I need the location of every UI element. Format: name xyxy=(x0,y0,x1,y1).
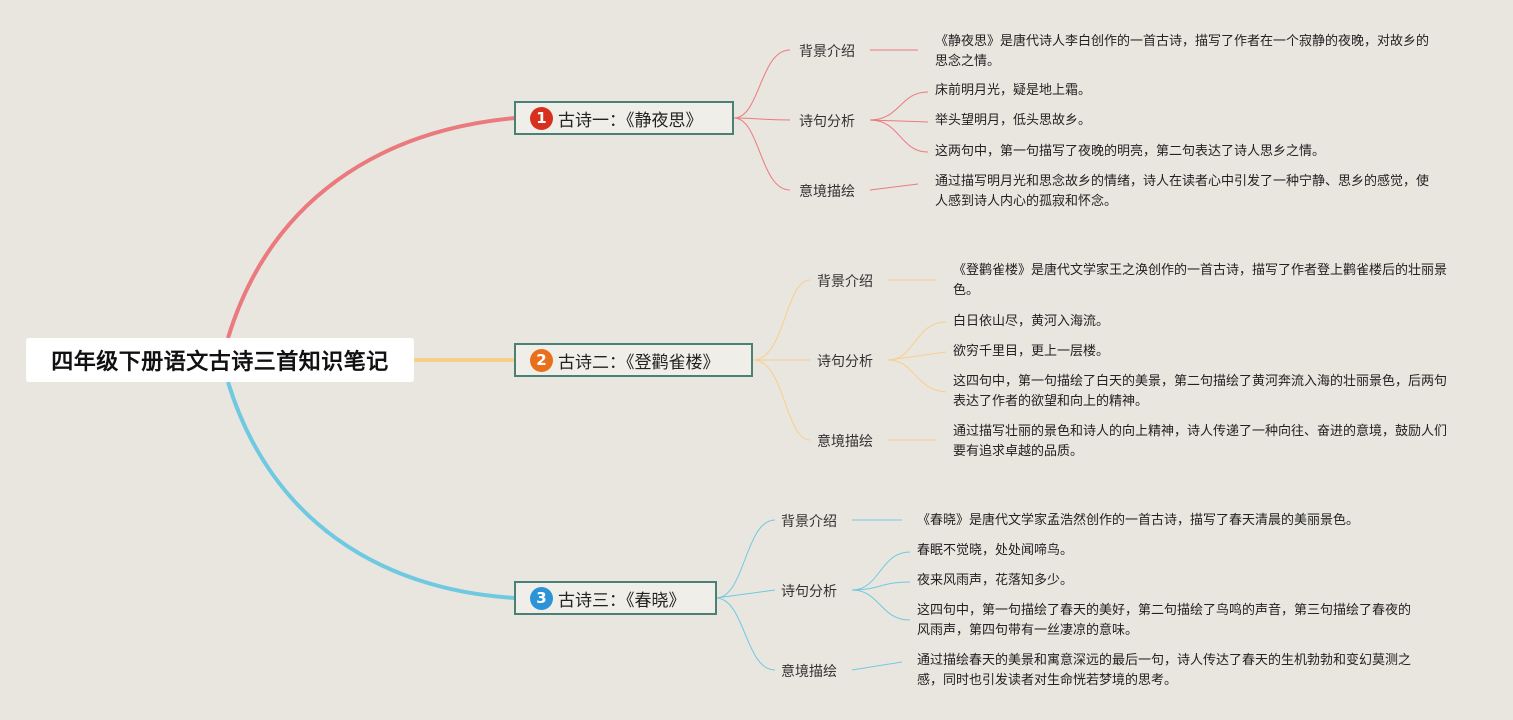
leaf-2-background[interactable]: 《登鹳雀楼》是唐代文学家王之涣创作的一首古诗，描写了作者登上鹳雀楼后的壮丽景色。 xyxy=(953,263,1448,298)
connector-group-1 xyxy=(733,49,929,191)
section-label-3-imagery[interactable]: 意境描绘 xyxy=(781,664,837,680)
leaf-3-background[interactable]: 《春晓》是唐代文学家孟浩然创作的一首古诗，描写了春天清晨的美丽景色。 xyxy=(917,513,1360,528)
branch-title-3: 古诗三：《春晓》 xyxy=(558,590,686,611)
section-label-1-background[interactable]: 背景介绍 xyxy=(799,44,855,60)
connector-root-branch-3 xyxy=(226,381,516,600)
branch-title-2: 古诗二：《登鹳雀楼》 xyxy=(558,352,720,373)
root-title: 四年级下册语文古诗三首知识笔记 xyxy=(51,350,389,375)
leaf-3-analysis-1[interactable]: 春眠不觉晓，处处闻啼鸟。 xyxy=(917,543,1074,558)
leaf-1-analysis-1[interactable]: 床前明月光，疑是地上霜。 xyxy=(935,83,1092,98)
section-label-3-background[interactable]: 背景介绍 xyxy=(781,514,837,530)
section-label-2-imagery[interactable]: 意境描绘 xyxy=(817,434,873,450)
leaf-1-background[interactable]: 《静夜思》是唐代诗人李白创作的一首古诗，描写了作者在一个寂静的夜晚，对故乡的思念… xyxy=(935,34,1430,69)
section-label-1-imagery[interactable]: 意境描绘 xyxy=(799,184,855,200)
number-badge-3: 3 xyxy=(530,586,553,610)
leaf-2-analysis-2[interactable]: 欲穷千里目，更上一层楼。 xyxy=(953,344,1110,359)
connector-group-2 xyxy=(752,279,947,441)
branch-node-1[interactable]: 1 古诗一：《静夜思》 xyxy=(514,101,734,135)
leaf-3-imagery[interactable]: 通过描绘春天的美景和寓意深远的最后一句，诗人传达了春天的生机勃勃和变幻莫测之感，… xyxy=(917,653,1412,688)
number-badge-2: 2 xyxy=(530,348,553,372)
branch-title-1: 古诗一：《静夜思》 xyxy=(558,110,703,131)
leaf-3-analysis-2[interactable]: 夜来风雨声，花落知多少。 xyxy=(917,573,1074,588)
leaf-2-analysis-3[interactable]: 这四句中，第一句描绘了白天的美景，第二句描绘了黄河奔流入海的壮丽景色，后两句表达… xyxy=(953,374,1448,409)
branch-node-2[interactable]: 2 古诗二：《登鹳雀楼》 xyxy=(514,343,753,377)
leaf-2-imagery[interactable]: 通过描写壮丽的景色和诗人的向上精神，诗人传递了一种向往、奋进的意境，鼓励人们要有… xyxy=(953,424,1448,459)
section-label-2-background[interactable]: 背景介绍 xyxy=(817,274,873,290)
leaf-1-analysis-3[interactable]: 这两句中，第一句描写了夜晚的明亮，第二句表达了诗人思乡之情。 xyxy=(935,144,1326,159)
section-label-1-analysis[interactable]: 诗句分析 xyxy=(799,114,855,130)
number-badge-1: 1 xyxy=(530,106,553,130)
section-label-3-analysis[interactable]: 诗句分析 xyxy=(781,584,837,600)
section-label-2-analysis[interactable]: 诗句分析 xyxy=(817,354,873,370)
leaf-3-analysis-3[interactable]: 这四句中，第一句描绘了春天的美好，第二句描绘了鸟鸣的声音，第三句描绘了春夜的风雨… xyxy=(917,603,1412,638)
leaf-1-imagery[interactable]: 通过描写明月光和思念故乡的情绪，诗人在读者心中引发了一种宁静、思乡的感觉，使人感… xyxy=(935,174,1430,209)
leaf-2-analysis-1[interactable]: 白日依山尽，黄河入海流。 xyxy=(953,314,1110,329)
leaf-1-analysis-2[interactable]: 举头望明月，低头思故乡。 xyxy=(935,113,1092,128)
branch-node-3[interactable]: 3 古诗三：《春晓》 xyxy=(514,581,717,615)
root-node[interactable]: 四年级下册语文古诗三首知识笔记 xyxy=(26,338,414,382)
connector-root-branch-1 xyxy=(226,116,516,339)
connector-group-3 xyxy=(715,519,911,671)
